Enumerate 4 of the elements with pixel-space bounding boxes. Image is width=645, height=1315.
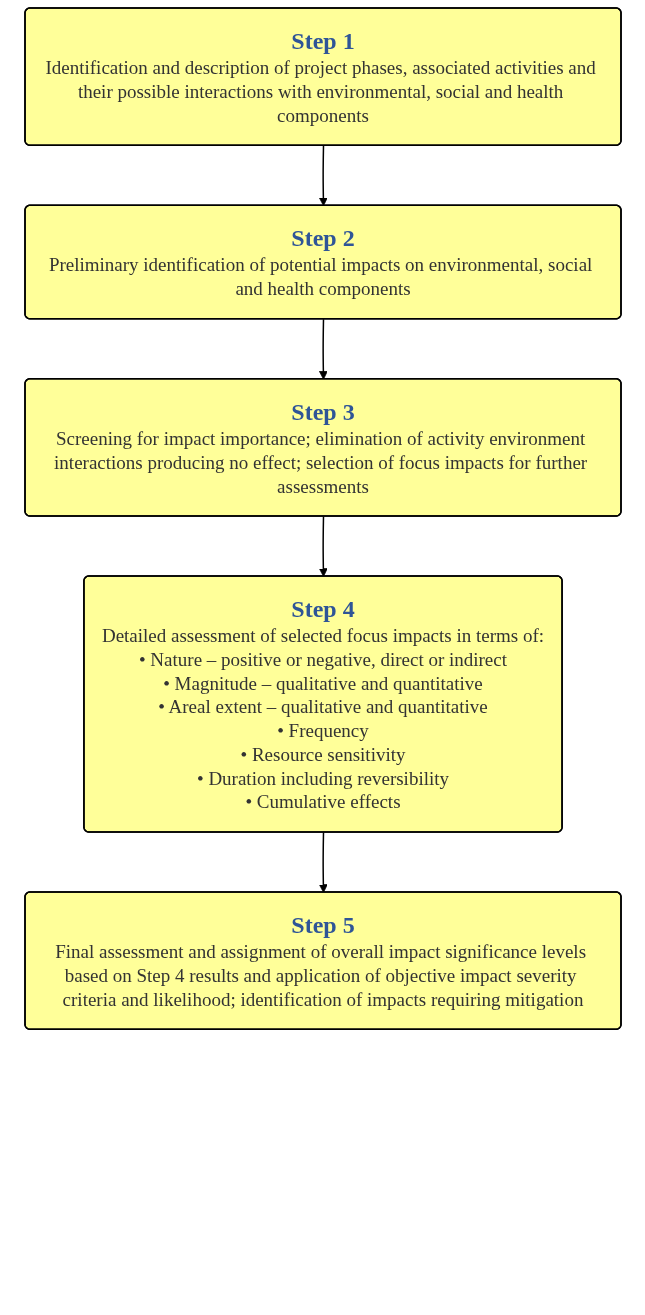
arrow bbox=[318, 318, 328, 380]
arrow bbox=[318, 145, 328, 207]
arrow bbox=[318, 831, 328, 893]
arrow bbox=[318, 515, 328, 577]
